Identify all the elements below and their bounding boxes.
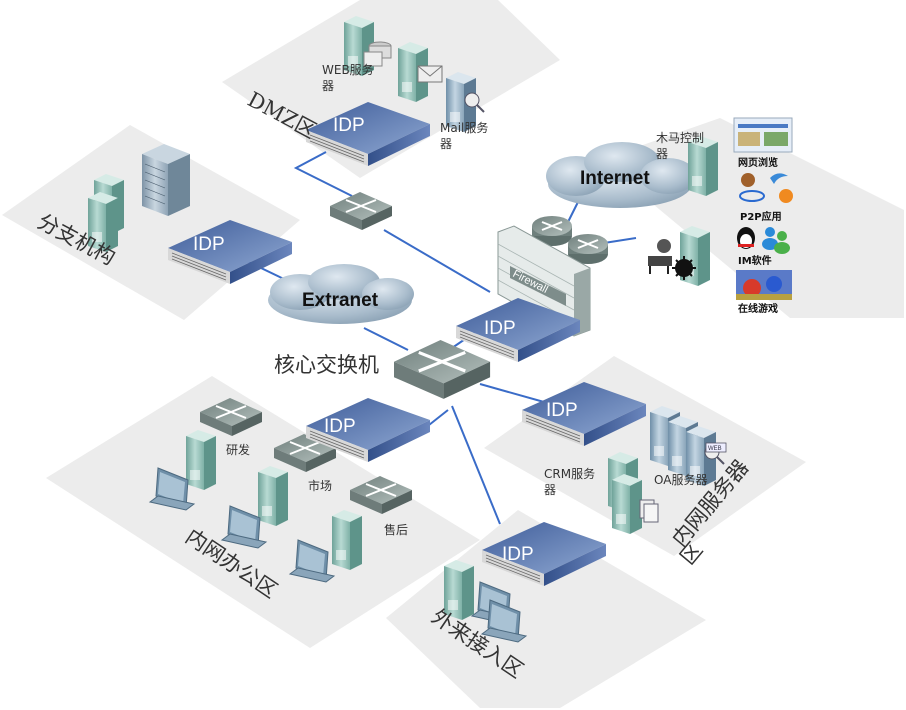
app-label-game: 在线游戏 [738,302,778,315]
app-panel: 网页浏览 P2P应用 IM软件 在线游戏 [733,117,793,315]
app-label-p2p: P2P应用 [740,210,782,223]
mail-server-label-1: Mail服务 [440,120,488,135]
msn-messenger-icon [762,227,790,254]
p2p-app-icon-1 [741,173,755,187]
crm-server-icon-2 [612,474,642,534]
link-router-trojan [603,237,637,244]
office-building-icon [142,144,190,216]
firewall[interactable] [497,225,591,337]
trojan-server-label-2: 器 [656,147,668,161]
p2p-app-icon-3 [739,190,765,202]
extranet-label: Extranet [302,290,379,311]
qq-penguin-icon [737,227,755,249]
link-dmz-switch [293,151,353,197]
envelope-icon [417,65,443,83]
crm-server-label-1: CRM服务 [544,466,595,481]
idp-dmz-label: IDP [333,115,365,136]
web-server-label-1: WEB服务 [322,62,374,77]
core-switch[interactable] [392,338,492,401]
idp-firewall-label: IDP [484,318,516,339]
web-badge-label: WEB [708,446,722,452]
dept-rd-label: 研发 [226,442,250,457]
idp-branch-label: IDP [193,234,225,255]
crm-server-label-2: 器 [544,483,556,497]
internet-cloud[interactable] [546,142,696,208]
web-server-label-2: 器 [322,79,334,93]
extranet-cloud[interactable] [268,264,414,324]
trojan-server-icon [688,136,718,196]
app-label-web: 网页浏览 [738,156,778,169]
office-server-icon-2 [258,466,288,526]
oa-server-label: OA服务器 [654,472,707,487]
virus-icon [672,256,696,280]
document-icon [639,499,659,523]
office-server-icon-3 [332,510,362,570]
trojan-server-label-1: 木马控制 [656,131,704,145]
dmz-switch[interactable] [329,191,393,231]
web-magnifier-icon [704,442,727,465]
magnifier-icon [464,92,485,113]
database-icon [363,41,392,67]
idp-server-label: IDP [546,400,578,421]
idp-office-label: IDP [324,416,356,437]
core-switch-label: 核心交换机 [274,353,379,377]
link-core-guest [451,405,501,525]
zone-guest [386,510,706,708]
p2p-app-icon-2 [770,173,788,184]
link-dmzsw-idp [383,229,491,293]
dept-market-label: 市场 [308,478,332,493]
link-extranet-core [363,327,409,351]
internet-label: Internet [580,168,650,189]
link-core-serveridp [479,383,545,403]
trojan-horse-icon [648,239,672,274]
mail-server-label-2: 器 [440,137,452,151]
app-label-im: IM软件 [738,254,772,267]
idp-guest-label: IDP [502,544,534,565]
dept-aftersales-label: 售后 [384,522,408,537]
office-server-icon-1 [186,430,216,490]
p2p-app-icon-4 [779,189,793,203]
